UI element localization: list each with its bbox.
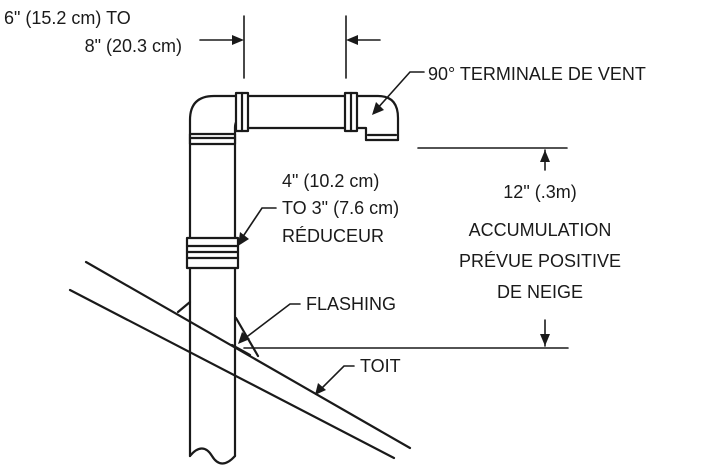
width-label-line1: 6" (15.2 cm) TO: [4, 8, 131, 28]
width-arrowhead-right: [346, 35, 358, 45]
snow-label-line1: 12" (.3m): [503, 182, 576, 202]
snow-label-line2: ACCUMULATION: [469, 220, 612, 240]
snow-arrowhead-top: [540, 150, 550, 162]
snow-label-line3: PRÉVUE POSITIVE: [459, 251, 621, 271]
width-label-line2: 8" (20.3 cm): [85, 36, 182, 56]
terminal-leader: [375, 71, 425, 111]
flashing-leader: [239, 303, 301, 343]
width-arrowhead-left: [232, 35, 244, 45]
terminal-elbow: [343, 91, 400, 142]
roof-label: TOIT: [360, 356, 401, 376]
diagram-labels: 6" (15.2 cm) TO 8" (20.3 cm) 90° TERMINA…: [4, 8, 646, 376]
terminal-arrowhead: [372, 102, 384, 115]
vent-pipe: [188, 138, 237, 465]
reducer-label-line2: TO 3" (7.6 cm): [282, 198, 399, 218]
reducer-coupling: [185, 236, 240, 270]
top-elbow: [188, 91, 250, 146]
roof-lines: [68, 260, 412, 460]
snow-arrowhead-bottom: [540, 334, 550, 346]
horizontal-pipe: [246, 94, 347, 130]
roof-leader: [317, 365, 355, 393]
terminal-label: 90° TERMINALE DE VENT: [428, 64, 646, 84]
reducer-arrowhead: [238, 232, 249, 246]
reducer-label-line3: RÉDUCEUR: [282, 226, 384, 246]
roof-arrowhead: [315, 383, 326, 395]
flashing-label: FLASHING: [306, 294, 396, 314]
reducer-label-line1: 4" (10.2 cm): [282, 171, 379, 191]
flashing-arrowhead: [238, 332, 250, 344]
snow-label-line4: DE NEIGE: [497, 282, 583, 302]
reducer-leader: [237, 207, 277, 245]
